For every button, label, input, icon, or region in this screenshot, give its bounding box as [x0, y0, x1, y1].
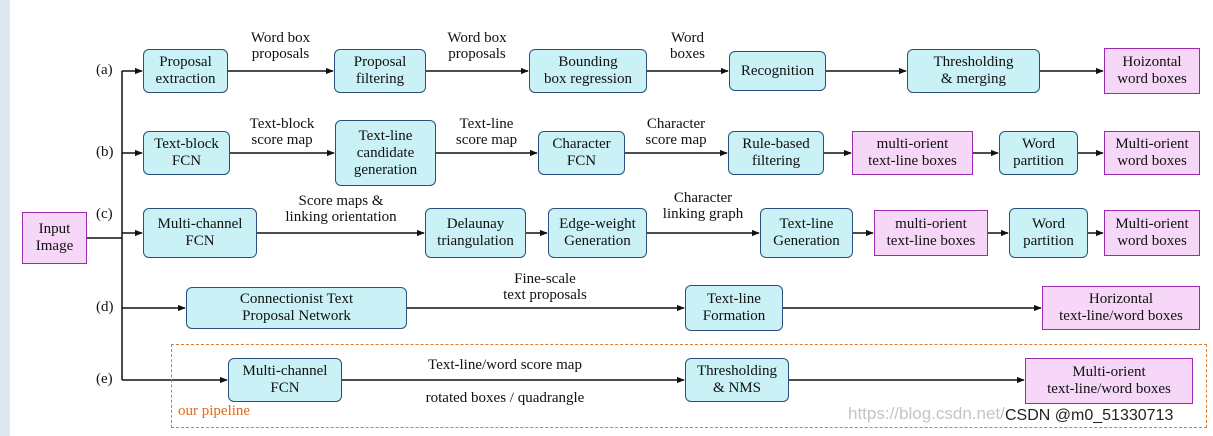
row-b-label: (b) [96, 144, 114, 160]
our-pipeline-caption: our pipeline [178, 403, 251, 419]
row-a-label: (a) [96, 62, 113, 78]
row-a-edge-label-2: Word box proposals [447, 30, 507, 62]
row-b-edge-label-2: Text-line score map [455, 116, 518, 148]
row-b-output-node: Multi-orient word boxes [1104, 131, 1200, 175]
row-b-edge-label-1: Text-block score map [249, 116, 315, 148]
csdn-credit: CSDN @m0_51330713 [1005, 407, 1174, 424]
row-a-edge-label-1: Word box proposals [250, 30, 311, 62]
row-d-edge-label-1: Fine-scale text proposals [503, 271, 587, 303]
row-e-thresholding-nms-node: Thresholding & NMS [685, 358, 789, 402]
row-e-edge-label-below: rotated boxes / quadrangle [425, 390, 585, 406]
row-c-text-line-generation-node: Text-line Generation [760, 208, 853, 258]
left-edge-strip [0, 0, 10, 436]
row-a-proposal-extraction-node: Proposal extraction [143, 49, 228, 93]
row-b-text-line-boxes-node: multi-orient text-line boxes [852, 131, 973, 175]
row-d-label: (d) [96, 299, 114, 315]
row-c-output-node: Multi-orient word boxes [1104, 210, 1200, 256]
row-b-rule-based-filtering-node: Rule-based filtering [728, 131, 824, 175]
row-b-character-fcn-node: Character FCN [538, 131, 625, 175]
row-e-label: (e) [96, 371, 113, 387]
row-a-recognition-node: Recognition [729, 51, 826, 91]
row-c-text-line-boxes-node: multi-orient text-line boxes [874, 210, 988, 256]
row-c-label: (c) [96, 206, 113, 222]
row-e-output-node: Multi-orient text-line/word boxes [1025, 358, 1193, 404]
row-c-edge-label-1: Score maps & linking orientation [285, 193, 397, 225]
row-c-word-partition-node: Word partition [1009, 208, 1088, 258]
row-a-output-node: Hoizontal word boxes [1104, 48, 1200, 94]
row-d-ctpn-node: Connectionist Text Proposal Network [186, 287, 407, 329]
row-b-edge-label-3: Character score map [645, 116, 707, 148]
row-d-output-node: Horizontal text-line/word boxes [1042, 286, 1200, 330]
blog-watermark: https://blog.csdn.net/ [848, 404, 1005, 423]
row-e-edge-label-above: Text-line/word score map [428, 357, 582, 373]
row-b-text-line-candidate-node: Text-line candidate generation [335, 120, 436, 186]
row-c-delaunay-triangulation-node: Delaunay triangulation [425, 208, 526, 258]
row-a-proposal-filtering-node: Proposal filtering [334, 49, 426, 93]
row-c-edge-weight-generation-node: Edge-weight Generation [548, 208, 647, 258]
row-b-word-partition-node: Word partition [999, 131, 1078, 175]
input-image-node: Input Image [22, 212, 87, 264]
row-a-thresholding-merging-node: Thresholding & merging [907, 49, 1040, 93]
row-b-text-block-fcn-node: Text-block FCN [143, 131, 230, 175]
row-e-multi-channel-fcn-node: Multi-channel FCN [228, 358, 342, 402]
row-c-multi-channel-fcn-node: Multi-channel FCN [143, 208, 257, 258]
row-a-bounding-box-regression-node: Bounding box regression [529, 49, 647, 93]
our-pipeline-frame [171, 344, 1207, 428]
row-d-text-line-formation-node: Text-line Formation [685, 285, 783, 331]
row-a-edge-label-3: Word boxes [670, 30, 705, 62]
row-c-edge-label-2: Character linking graph [662, 190, 744, 222]
